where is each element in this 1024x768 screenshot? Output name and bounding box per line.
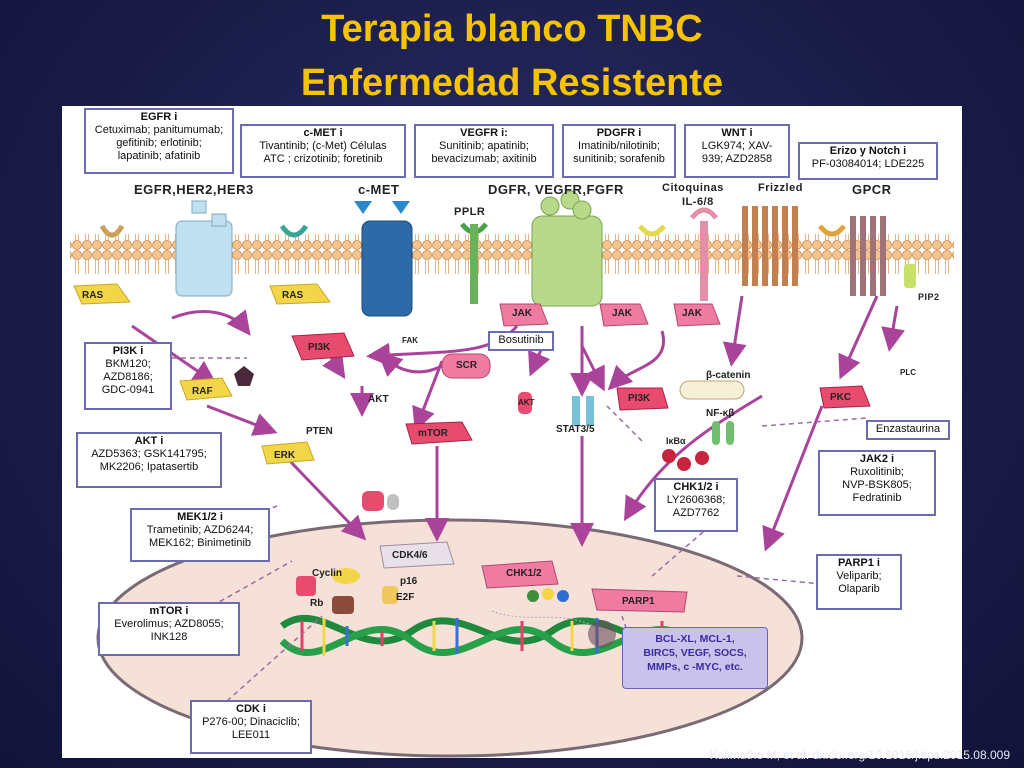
receptor-dgfr-label: DGFR, VEGFR,FGFR <box>488 182 624 197</box>
rb-label: Rb <box>310 598 324 609</box>
akt-inhibitors-head: AKT i <box>134 435 164 447</box>
pdgfr-inhibitors-head: PDGFR i <box>596 127 642 139</box>
cmet-inhibitors-box: c-MET i Tivantinib; (c-Met) Células ATC … <box>240 124 406 178</box>
mtor-label: mTOR <box>418 428 448 439</box>
beta-catenin-label: β-catenin <box>706 370 751 381</box>
mtor-inhibitors-box: mTOR i Everolimus; AZD8055; INK128 <box>98 602 240 656</box>
citoquinas-label: Citoquinas <box>662 182 724 194</box>
frizzled-label: Frizzled <box>758 182 803 194</box>
wnt-inhibitors-box: WNT i LGK974; XAV- 939; AZD2858 <box>684 124 790 178</box>
plc-label: PLC <box>900 368 916 377</box>
jak2-inhibitors-list: Ruxolitinib; NVP-BSK805; Fedratinib <box>842 466 912 504</box>
wnt-inhibitors-head: WNT i <box>721 127 753 139</box>
gpcr-label: GPCR <box>852 182 892 197</box>
ras-label-2: RAS <box>282 290 304 301</box>
ras-label-1: RAS <box>82 290 104 301</box>
akt-inhibitors-box: AKT i AZD5363; GSK141795; MK2206; Ipatas… <box>76 432 222 488</box>
citation: Kalimutho M, et al. dx.doi.org/10.1016/j… <box>709 748 1010 762</box>
vegfr-inhibitors-list: Sunitinib; apatinib; bevacizumab; axitin… <box>431 140 537 165</box>
receptor-cmet-label: c-MET <box>358 182 400 197</box>
notch-inhibitors-head: Erizo y Notch i <box>829 145 907 157</box>
pdgfr-inhibitors-list: Imatinib/nilotinib; sunitinib; sorafenib <box>573 140 665 165</box>
pathway-diagram: EGFR i Cetuximab; panitumumab; gefitinib… <box>62 106 962 758</box>
receptor-pplr-label: PPLR <box>454 206 486 218</box>
pten-label: PTEN <box>306 426 333 437</box>
signal-nodes <box>73 283 871 614</box>
cyclin-label: Cyclin <box>312 568 343 579</box>
target-genes-box: BCL-XL, MCL-1, BIRC5, VEGF, SOCS, MMPs, … <box>622 627 768 689</box>
stat-label: STAT3/5 <box>556 424 595 435</box>
erk-label: ERK <box>274 450 296 461</box>
pi3k-label-1: PI3K <box>308 342 331 353</box>
chk-inhibitors-list: LY2606368; AZD7762 <box>666 494 726 519</box>
signal-arrows <box>131 295 905 552</box>
mtor-inhibitors-list: Everolimus; AZD8055; INK128 <box>114 618 224 643</box>
pi3k-inhibitors-list: BKM120; AZD8186; GDC-0941 <box>101 358 155 396</box>
jak2-inhibitors-box: JAK2 i Ruxolitinib; NVP-BSK805; Fedratin… <box>818 450 936 516</box>
akt-label-2: AKT <box>518 398 535 407</box>
cmet-inhibitors-head: c-MET i <box>303 127 343 139</box>
cmet-inhibitors-list: Tivantinib; (c-Met) Células ATC ; crizot… <box>259 140 387 165</box>
parp-inhibitors-head: PARP1 i <box>838 557 880 569</box>
receptor-egfr-label: EGFR,HER2,HER3 <box>134 182 254 197</box>
title-line-2: Enfermedad Resistente <box>300 62 724 104</box>
pkc-label: PKC <box>830 392 852 403</box>
il68-label: IL-6/8 <box>682 196 714 208</box>
receptors <box>99 190 916 317</box>
jak-label-1: JAK <box>512 308 533 319</box>
raf-label: RAF <box>192 386 213 397</box>
mek-inhibitors-list: Trametinib; AZD6244; MEK162; Binimetinib <box>146 524 254 549</box>
bosutinib-box: Bosutinib <box>488 331 554 351</box>
cdk-inhibitors-box: CDK i P276-00; Dinaciclib; LEE011 <box>190 700 312 754</box>
wnt-inhibitors-list: LGK974; XAV- 939; AZD2858 <box>701 140 773 165</box>
cdk-inhibitors-head: CDK i <box>236 703 266 715</box>
pathway-graphic <box>70 190 954 758</box>
ikba-label: IκBα <box>666 436 686 446</box>
mtor-inhibitors-head: mTOR i <box>149 605 189 617</box>
jak2-inhibitors-head: JAK2 i <box>859 453 895 465</box>
title-line-1: Terapia blanco TNBC <box>321 8 703 50</box>
parp-inhibitors-box: PARP1 i Veliparib; Olaparib <box>816 554 902 610</box>
nfkb-label: NF-κβ <box>706 408 735 419</box>
egfr-inhibitors-head: EGFR i <box>140 111 178 123</box>
pi3k-label-2: PI3K <box>628 393 651 404</box>
bosutinib-label: Bosutinib <box>498 334 544 346</box>
mek-inhibitors-head: MEK1/2 i <box>177 511 223 523</box>
chk12-label: CHK1/2 <box>506 568 542 579</box>
cdk46-label: CDK4/6 <box>392 550 428 561</box>
vegfr-inhibitors-box: VEGFR i: Sunitinib; apatinib; bevacizuma… <box>414 124 554 178</box>
jak-label-3: JAK <box>682 308 703 319</box>
egfr-inhibitors-list: Cetuximab; panitumumab; gefitinib; erlot… <box>94 124 224 162</box>
pi3k-inhibitors-box: PI3K i BKM120; AZD8186; GDC-0941 <box>84 342 172 410</box>
pip2-label: PIP2 <box>918 292 940 302</box>
enzastaurina-label: Enzastaurina <box>875 423 941 435</box>
vegfr-inhibitors-head: VEGFR i: <box>460 127 508 139</box>
scr-label: SCR <box>456 360 478 371</box>
akt-label-1: AKT <box>368 394 389 405</box>
notch-inhibitors-box: Erizo y Notch i PF-03084014; LDE225 <box>798 142 938 180</box>
chk-inhibitors-head: CHK1/2 i <box>673 481 719 493</box>
pi3k-inhibitors-head: PI3K i <box>112 345 144 357</box>
e2f-label: E2F <box>396 592 415 603</box>
akt-inhibitors-list: AZD5363; GSK141795; MK2206; Ipatasertib <box>91 448 207 473</box>
pdgfr-inhibitors-box: PDGFR i Imatinib/nilotinib; sunitinib; s… <box>562 124 676 178</box>
cdk-inhibitors-list: P276-00; Dinaciclib; LEE011 <box>202 716 300 741</box>
chk-inhibitors-box: CHK1/2 i LY2606368; AZD7762 <box>654 478 738 532</box>
parp1-label: PARP1 <box>622 596 655 607</box>
enzastaurina-box: Enzastaurina <box>866 420 950 440</box>
egfr-inhibitors-box: EGFR i Cetuximab; panitumumab; gefitinib… <box>84 108 234 174</box>
p16-label: p16 <box>400 576 418 587</box>
mek-inhibitors-box: MEK1/2 i Trametinib; AZD6244; MEK162; Bi… <box>130 508 270 562</box>
notch-inhibitors-list: PF-03084014; LDE225 <box>811 158 925 170</box>
parp-inhibitors-list: Veliparib; Olaparib <box>836 570 882 595</box>
fak-label: FAK <box>402 336 418 345</box>
jak-label-2: JAK <box>612 308 633 319</box>
